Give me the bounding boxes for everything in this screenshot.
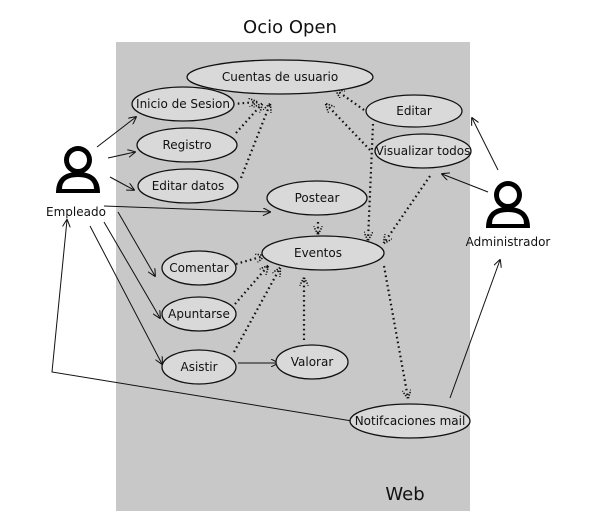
- use-case-editar: Editar: [365, 94, 463, 128]
- system-label: Web: [385, 484, 424, 505]
- dep-editar-cuentas: [336, 90, 365, 111]
- assoc-empleado-inicio: [96, 117, 136, 148]
- assoc-notificaciones-empleado: [51, 220, 353, 422]
- assoc-administrador-visualizar: [442, 174, 489, 193]
- dependencies: [232, 90, 431, 398]
- use-case-label: Notifcaciones mail: [355, 414, 466, 428]
- dep-visualizar-cuentas: [326, 104, 371, 151]
- use-case-label: Valorar: [291, 355, 334, 369]
- dep-inicio-cuentas: [232, 102, 257, 104]
- assoc-administrador-editar: [472, 118, 499, 171]
- use-case-inicio-sesion: Inicio de Sesion: [131, 86, 235, 122]
- dep-eventos-notificaciones: [382, 265, 408, 398]
- actor-empleado: Empleado: [46, 146, 106, 219]
- use-case-comentar: Comentar: [161, 250, 237, 286]
- assoc-empleado-editar-datos: [109, 176, 134, 190]
- use-case-label: Postear: [295, 191, 340, 205]
- assoc-empleado-comentar: [117, 211, 155, 276]
- dep-editar-datos-cuentas: [239, 104, 270, 179]
- use-case-label: Editar datos: [152, 179, 225, 193]
- actor-label-administrador: Administrador: [466, 235, 551, 249]
- use-case-label: Visualizar todos: [376, 144, 471, 158]
- use-case-label: Eventos: [294, 246, 342, 260]
- use-case-apuntarse: Apuntarse: [161, 296, 237, 332]
- person-icon: [56, 146, 100, 193]
- associations: [51, 117, 500, 422]
- use-case-notificaciones: Notifcaciones mail: [349, 403, 471, 439]
- dep-visualizar-eventos: [384, 175, 431, 243]
- assoc-empleado-registro: [107, 152, 135, 159]
- assoc-empleado-apuntarse: [103, 221, 160, 318]
- dep-registro-cuentas: [235, 104, 262, 134]
- use-case-visualizar: Visualizar todos: [374, 133, 472, 169]
- use-case-label: Registro: [162, 138, 211, 152]
- use-case-registro: Registro: [136, 127, 238, 163]
- actor-administrador: Administrador: [466, 181, 551, 249]
- assoc-empleado-postear: [103, 205, 270, 212]
- use-case-label: Asistir: [180, 360, 217, 374]
- use-case-label: Comentar: [169, 261, 228, 275]
- diagram-title: Ocio Open: [243, 17, 337, 38]
- assoc-notificaciones-administrador: [449, 260, 500, 399]
- use-case-editar-datos: Editar datos: [137, 168, 239, 204]
- use-case-label: Editar: [396, 104, 432, 118]
- use-case-label: Inicio de Sesion: [136, 97, 230, 111]
- use-case-valorar: Valorar: [275, 344, 349, 380]
- use-case-postear: Postear: [266, 180, 368, 216]
- use-case-label: Apuntarse: [168, 307, 230, 321]
- use-case-cuentas: Cuentas de usuario: [186, 59, 374, 95]
- actor-label-empleado: Empleado: [46, 205, 106, 219]
- dep-comentar-eventos: [235, 256, 264, 266]
- assoc-empleado-asistir: [89, 225, 162, 364]
- dep-apuntarse-eventos: [234, 266, 268, 305]
- dep-editar-eventos: [368, 123, 375, 240]
- person-icon: [486, 181, 530, 228]
- use-case-asistir: Asistir: [161, 349, 237, 385]
- use-case-label: Cuentas de usuario: [222, 70, 338, 84]
- use-case-eventos: Eventos: [261, 235, 385, 271]
- dep-asistir-eventos: [233, 268, 280, 353]
